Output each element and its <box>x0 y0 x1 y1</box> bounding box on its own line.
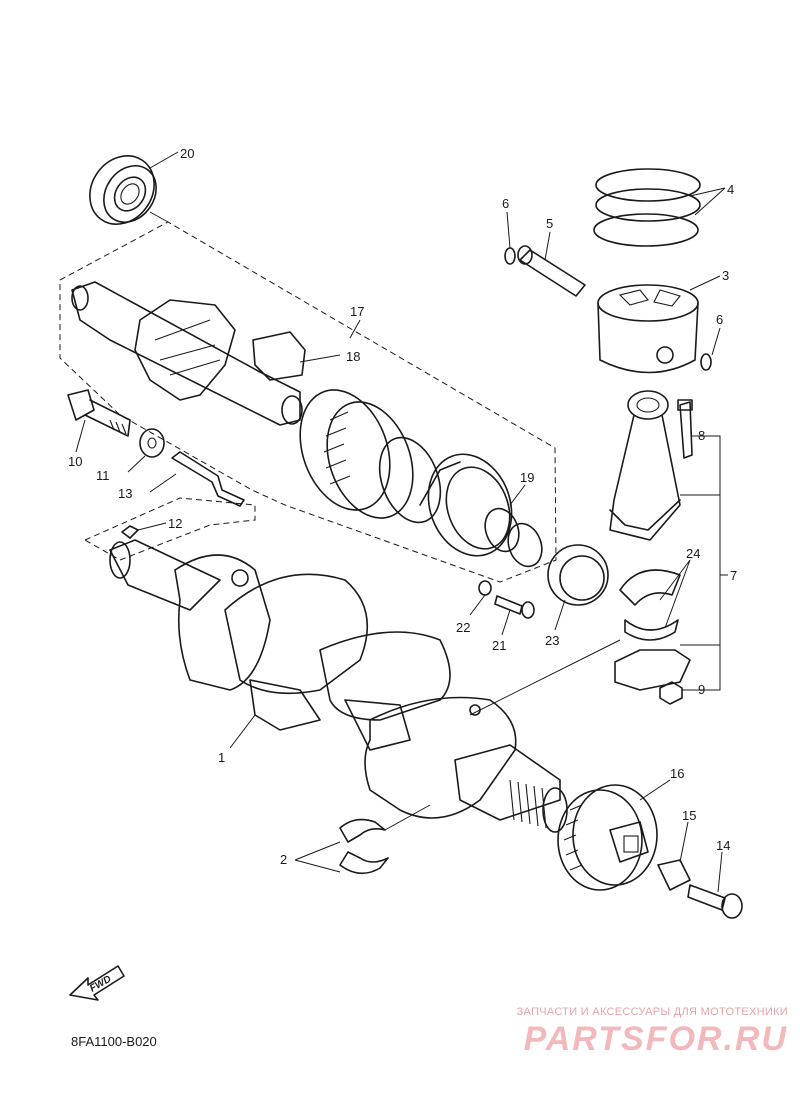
group-12-outline <box>83 497 256 561</box>
callout-13: 13 <box>118 486 132 501</box>
fwd-arrow-icon: FWD <box>69 965 125 1001</box>
part-20-bearing <box>89 155 157 225</box>
callout-5: 5 <box>546 216 553 231</box>
callout-17: 17 <box>350 304 364 319</box>
callout-3: 3 <box>722 268 729 283</box>
part-23-oil-seal <box>547 544 609 606</box>
part-17-balancer-shaft <box>71 281 306 426</box>
callout-24: 24 <box>686 546 700 561</box>
part-5-piston-pin <box>517 245 586 297</box>
part-15-lock-washer <box>657 859 691 891</box>
callout-18: 18 <box>346 349 360 364</box>
callout-6a: 6 <box>502 196 509 211</box>
callout-11: 11 <box>96 468 110 483</box>
callout-14: 14 <box>716 838 730 853</box>
callout-9: 9 <box>698 682 705 697</box>
callout-21: 21 <box>492 638 506 653</box>
part-24-rod-bearings <box>619 569 681 641</box>
callout-6b: 6 <box>716 312 723 327</box>
diagram-code: 8FA1100-B020 <box>71 1034 157 1049</box>
part-8-rod-bolt <box>677 399 693 459</box>
part-21-bolt <box>494 595 535 619</box>
part-7-connecting-rod <box>609 390 681 541</box>
part-2-crank-bearings <box>339 818 389 875</box>
part-3-piston <box>597 284 699 374</box>
part-10-bolt <box>67 389 131 437</box>
callout-12: 12 <box>168 516 182 531</box>
callout-8: 8 <box>698 428 705 443</box>
callout-10: 10 <box>68 454 82 469</box>
part-1-crankshaft <box>109 539 568 833</box>
callout-16: 16 <box>670 766 684 781</box>
part-6-clip-left <box>504 247 516 265</box>
callout-20: 20 <box>180 146 194 161</box>
group-17-outline <box>59 221 557 583</box>
callout-15: 15 <box>682 808 696 823</box>
rod-cap <box>614 649 691 691</box>
part-9-nut <box>659 681 683 705</box>
part-16-gear <box>557 784 658 891</box>
callout-22: 22 <box>456 620 470 635</box>
part-22-washer <box>478 580 492 596</box>
balancer-gear <box>299 389 513 557</box>
callout-4: 4 <box>727 182 734 197</box>
part-4-piston-rings <box>593 168 701 247</box>
callout-7: 7 <box>730 568 737 583</box>
callout-19: 19 <box>520 470 534 485</box>
callout-2: 2 <box>280 852 287 867</box>
part-12-key <box>121 525 139 539</box>
callout-23: 23 <box>545 633 559 648</box>
part-11-washer <box>139 428 165 458</box>
callout-1: 1 <box>218 750 225 765</box>
part-14-bolt <box>687 884 743 919</box>
part-13-plate <box>171 451 245 507</box>
part-19-oring <box>484 507 543 568</box>
part-6-clip-right <box>700 353 712 371</box>
